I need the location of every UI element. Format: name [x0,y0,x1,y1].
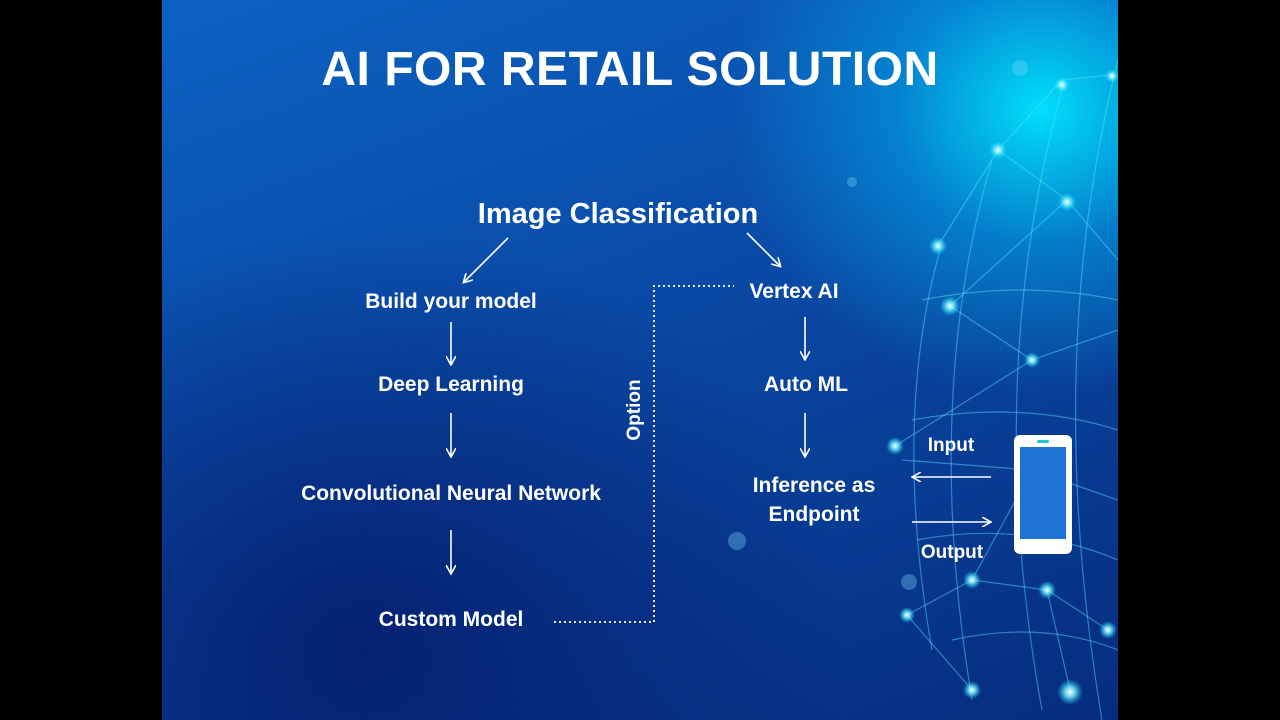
globe-network-background [728,59,1118,720]
node-convolutional-neural-network: Convolutional Neural Network [301,482,601,505]
output-label: Output [920,542,984,563]
option-label: Option [624,379,645,441]
node-deep-learning: Deep Learning [378,373,524,396]
node-vertex-ai: Vertex AI [749,280,839,303]
node-endpoint: Endpoint [768,503,860,526]
slide: AI FOR RETAIL SOLUTION Image Classificat… [162,0,1118,720]
node-custom-model: Custom Model [378,608,524,631]
node-auto-ml: Auto ML [764,373,848,396]
input-label: Input [927,435,975,456]
node-inference-as: Inference as [752,474,876,497]
node-build-your-model: Build your model [365,290,537,313]
slide-title: AI FOR RETAIL SOLUTION [321,43,939,96]
node-image-classification: Image Classification [477,198,759,230]
